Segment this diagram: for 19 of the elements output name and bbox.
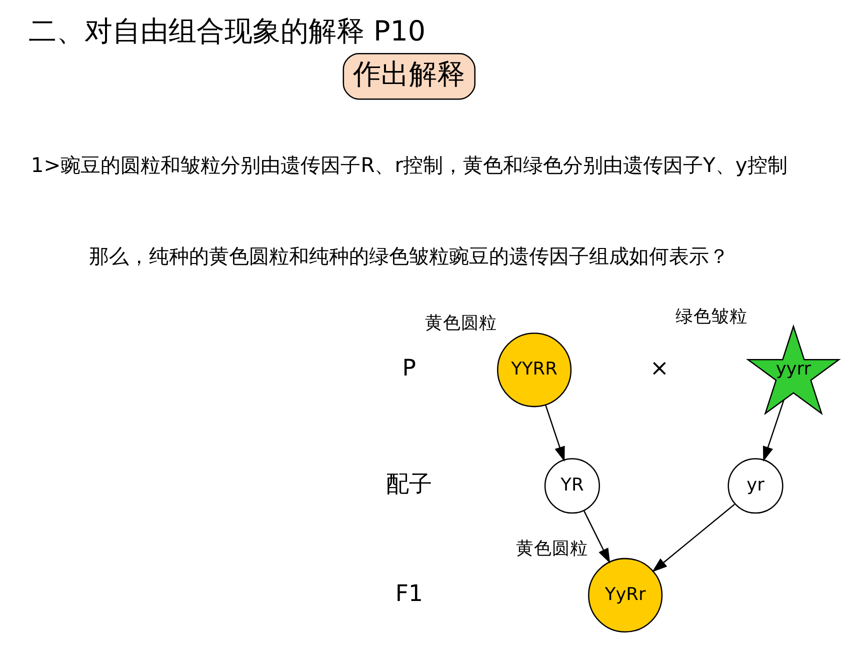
label: × xyxy=(650,355,669,382)
node-label: 绿色皱粒 xyxy=(675,306,748,327)
label: 配子 xyxy=(386,471,432,498)
node-circle: YR xyxy=(544,458,600,514)
node-circle: YyRr xyxy=(588,558,663,633)
arrow xyxy=(583,510,610,564)
label: 那么，纯种的黄色圆粒和纯种的绿色皱粒豌豆的遗传因子组成如何表示？ xyxy=(89,244,730,268)
diagram-title: 二、对自由组合现象的解释 P10 xyxy=(28,14,426,48)
node-label: 黄色圆粒 xyxy=(424,313,497,334)
label: P xyxy=(402,355,416,382)
arrow xyxy=(545,405,565,462)
label: 1>豌豆的圆粒和皱粒分别由遗传因子R、r控制，黄色和绿色分别由遗传因子Y、y控制 xyxy=(30,153,788,178)
arrow xyxy=(652,504,735,572)
node-label: 黄色圆粒 xyxy=(516,538,588,559)
node-box: 作出解释 xyxy=(342,52,476,100)
node-circle: YYRR xyxy=(497,332,572,408)
arrow xyxy=(762,400,784,462)
label: F1 xyxy=(395,580,423,607)
node-circle: yr xyxy=(728,458,784,514)
